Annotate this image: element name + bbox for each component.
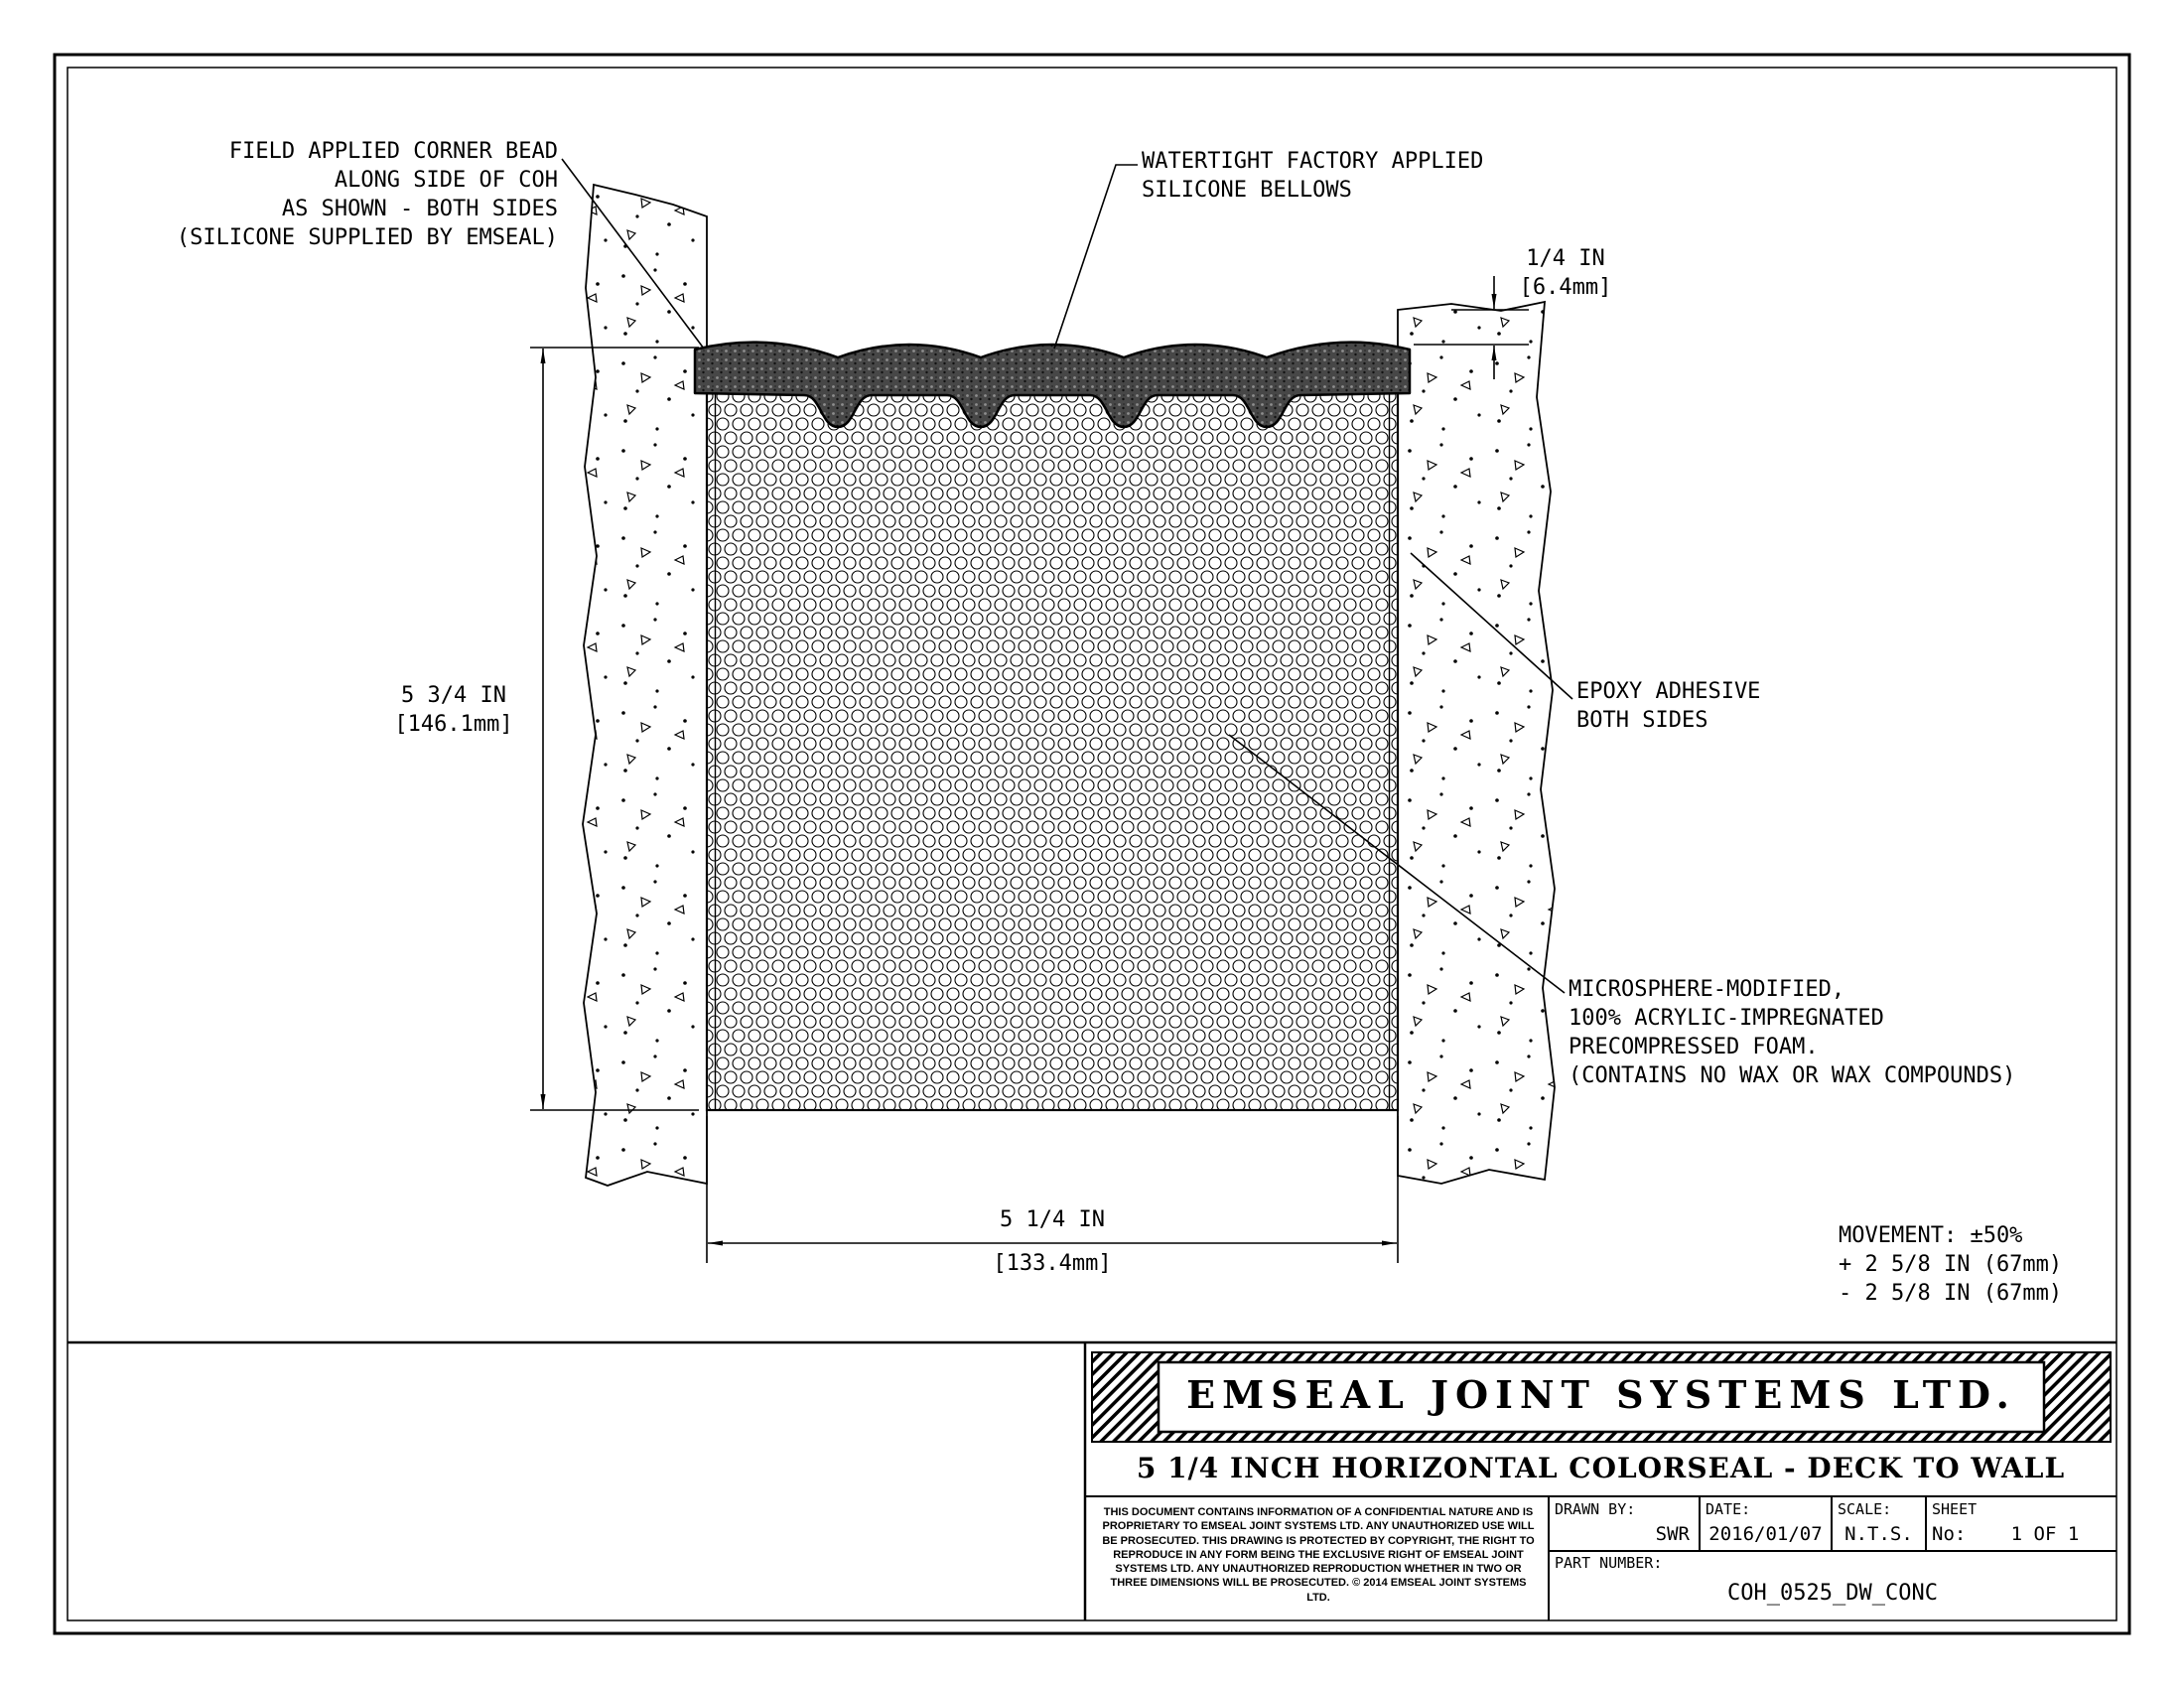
page-border-inner bbox=[67, 67, 2117, 1621]
drawn-by-value: SWR bbox=[1655, 1523, 1690, 1545]
foam-block bbox=[705, 365, 1400, 1112]
dimension-lines bbox=[530, 276, 1529, 1263]
callout-epoxy-adhesive: EPOXY ADHESIVE BOTH SIDES bbox=[1576, 679, 1761, 734]
legal-notice: THIS DOCUMENT CONTAINS INFORMATION OF A … bbox=[1102, 1506, 1535, 1604]
sheet-no-label: No: bbox=[1932, 1523, 1967, 1545]
leader-lines bbox=[561, 158, 1573, 994]
drawn-by-label: DRAWN BY: bbox=[1555, 1500, 1636, 1518]
company-name-box bbox=[1157, 1360, 2046, 1434]
part-number-label: PART NUMBER: bbox=[1555, 1554, 1663, 1572]
left-concrete-wall bbox=[582, 183, 708, 1187]
drawing-title: 5 1/4 INCH HORIZONTAL COLORSEAL - DECK T… bbox=[1136, 1452, 2066, 1484]
dim-width-mm: [133.4mm] bbox=[993, 1251, 1112, 1276]
callout-precompressed-foam: MICROSPHERE-MODIFIED, 100% ACRYLIC-IMPRE… bbox=[1569, 977, 2016, 1089]
silicone-bellows bbox=[693, 341, 1412, 429]
titleblock-grid bbox=[68, 1340, 2116, 1620]
scale-value: N.T.S. bbox=[1844, 1523, 1913, 1545]
date-value: 2016/01/07 bbox=[1708, 1523, 1823, 1545]
dim-width-inches: 5 1/4 IN bbox=[1000, 1207, 1105, 1232]
scale-label: SCALE: bbox=[1838, 1500, 1892, 1518]
date-label: DATE: bbox=[1706, 1500, 1751, 1518]
page-border-outer bbox=[53, 53, 2131, 1635]
part-number-value: COH_0525_DW_CONC bbox=[1727, 1581, 1938, 1606]
dim-height-label: 5 3/4 IN [146.1mm] bbox=[394, 683, 513, 738]
right-concrete-wall bbox=[1397, 300, 1556, 1185]
callout-corner-bead: FIELD APPLIED CORNER BEAD ALONG SIDE OF … bbox=[176, 139, 558, 251]
movement-note: MOVEMENT: ±50% + 2 5/8 IN (67mm) - 2 5/8… bbox=[1839, 1223, 2063, 1307]
company-name: EMSEAL JOINT SYSTEMS LTD. bbox=[1186, 1372, 2016, 1417]
sheet-value: 1 OF 1 bbox=[2010, 1523, 2080, 1545]
callout-silicone-bellows: WATERTIGHT FACTORY APPLIED SILICONE BELL… bbox=[1142, 149, 1484, 204]
sheet-label: SHEET bbox=[1932, 1500, 1978, 1518]
dim-recess-label: 1/4 IN [6.4mm] bbox=[1519, 246, 1612, 301]
